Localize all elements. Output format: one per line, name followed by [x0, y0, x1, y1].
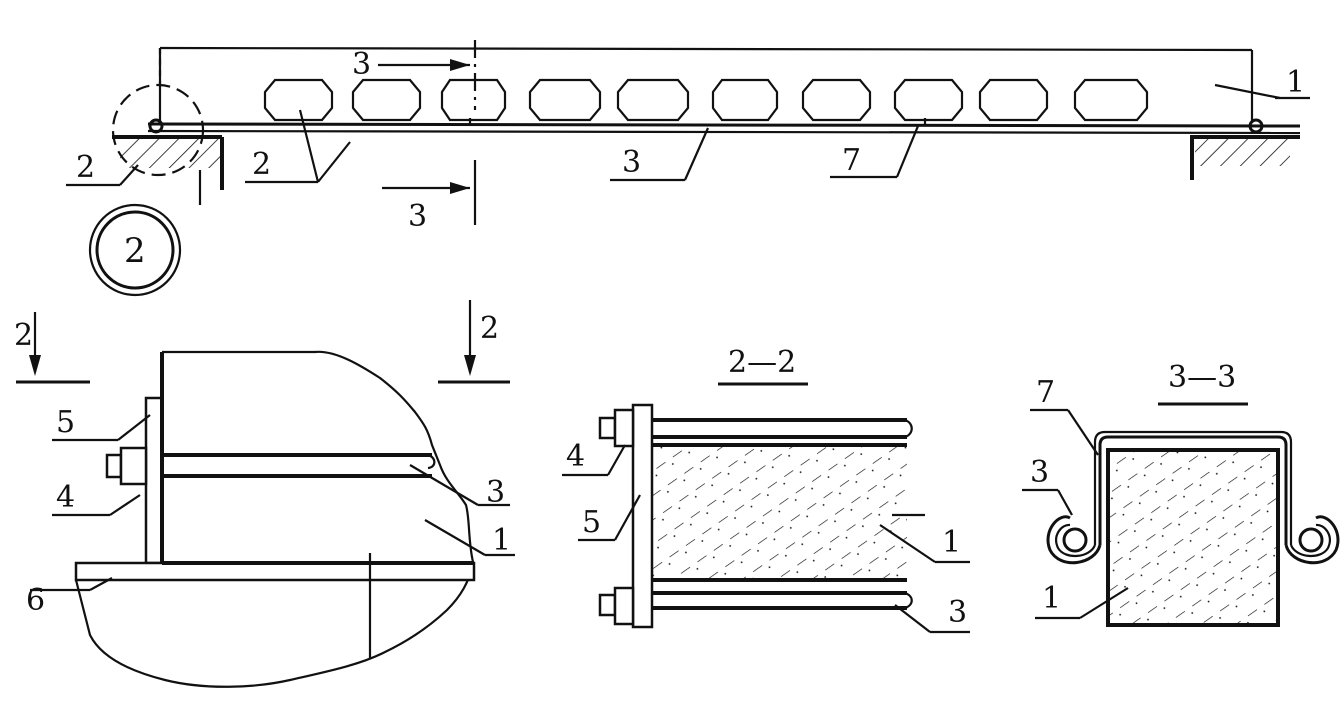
- label-2-mid: 2: [252, 147, 271, 182]
- detail-label-1: 1: [492, 523, 511, 558]
- sec22-label-3: 3: [948, 595, 967, 630]
- detail-marker-2: 2: [88, 203, 182, 297]
- detail-label-5: 5: [56, 405, 75, 440]
- detail-label-4: 4: [56, 480, 75, 515]
- sec22-label-4: 4: [566, 439, 585, 474]
- right-support: [1190, 118, 1300, 180]
- left-support: [111, 48, 224, 205]
- hollow-cores: [263, 78, 1149, 122]
- section-3-top-label: 3: [352, 47, 371, 82]
- label-7: 7: [842, 143, 861, 178]
- sec33-label-3: 3: [1030, 455, 1049, 490]
- sec33-label-7: 7: [1036, 375, 1055, 410]
- section-cut-3: [378, 40, 477, 225]
- label-3-mid: 3: [622, 145, 641, 180]
- section-3-3: 3—3 7 3 1: [1022, 360, 1340, 627]
- detail-label-6: 6: [26, 583, 45, 618]
- detail-section-right: 2: [480, 311, 499, 346]
- section-2-2-title: 2—2: [728, 345, 796, 380]
- section-3-bottom-label: 3: [408, 199, 427, 234]
- beam-elevation: 1 2 2 3 7 3 3 2: [66, 40, 1310, 297]
- sec22-label-1: 1: [942, 525, 961, 560]
- detail-view: 2 2 5 4 6 3: [14, 300, 515, 688]
- section-2-2: 2—2 4 5 1 3: [562, 345, 970, 634]
- sec33-label-1: 1: [1042, 581, 1061, 616]
- section-3-3-title: 3—3: [1168, 360, 1236, 395]
- detail-marker-label: 2: [124, 231, 146, 271]
- detail-label-3: 3: [486, 475, 505, 510]
- detail-section-left: 2: [14, 318, 33, 353]
- label-1: 1: [1286, 65, 1305, 100]
- label-2-left: 2: [76, 150, 95, 185]
- sec22-label-5: 5: [582, 505, 601, 540]
